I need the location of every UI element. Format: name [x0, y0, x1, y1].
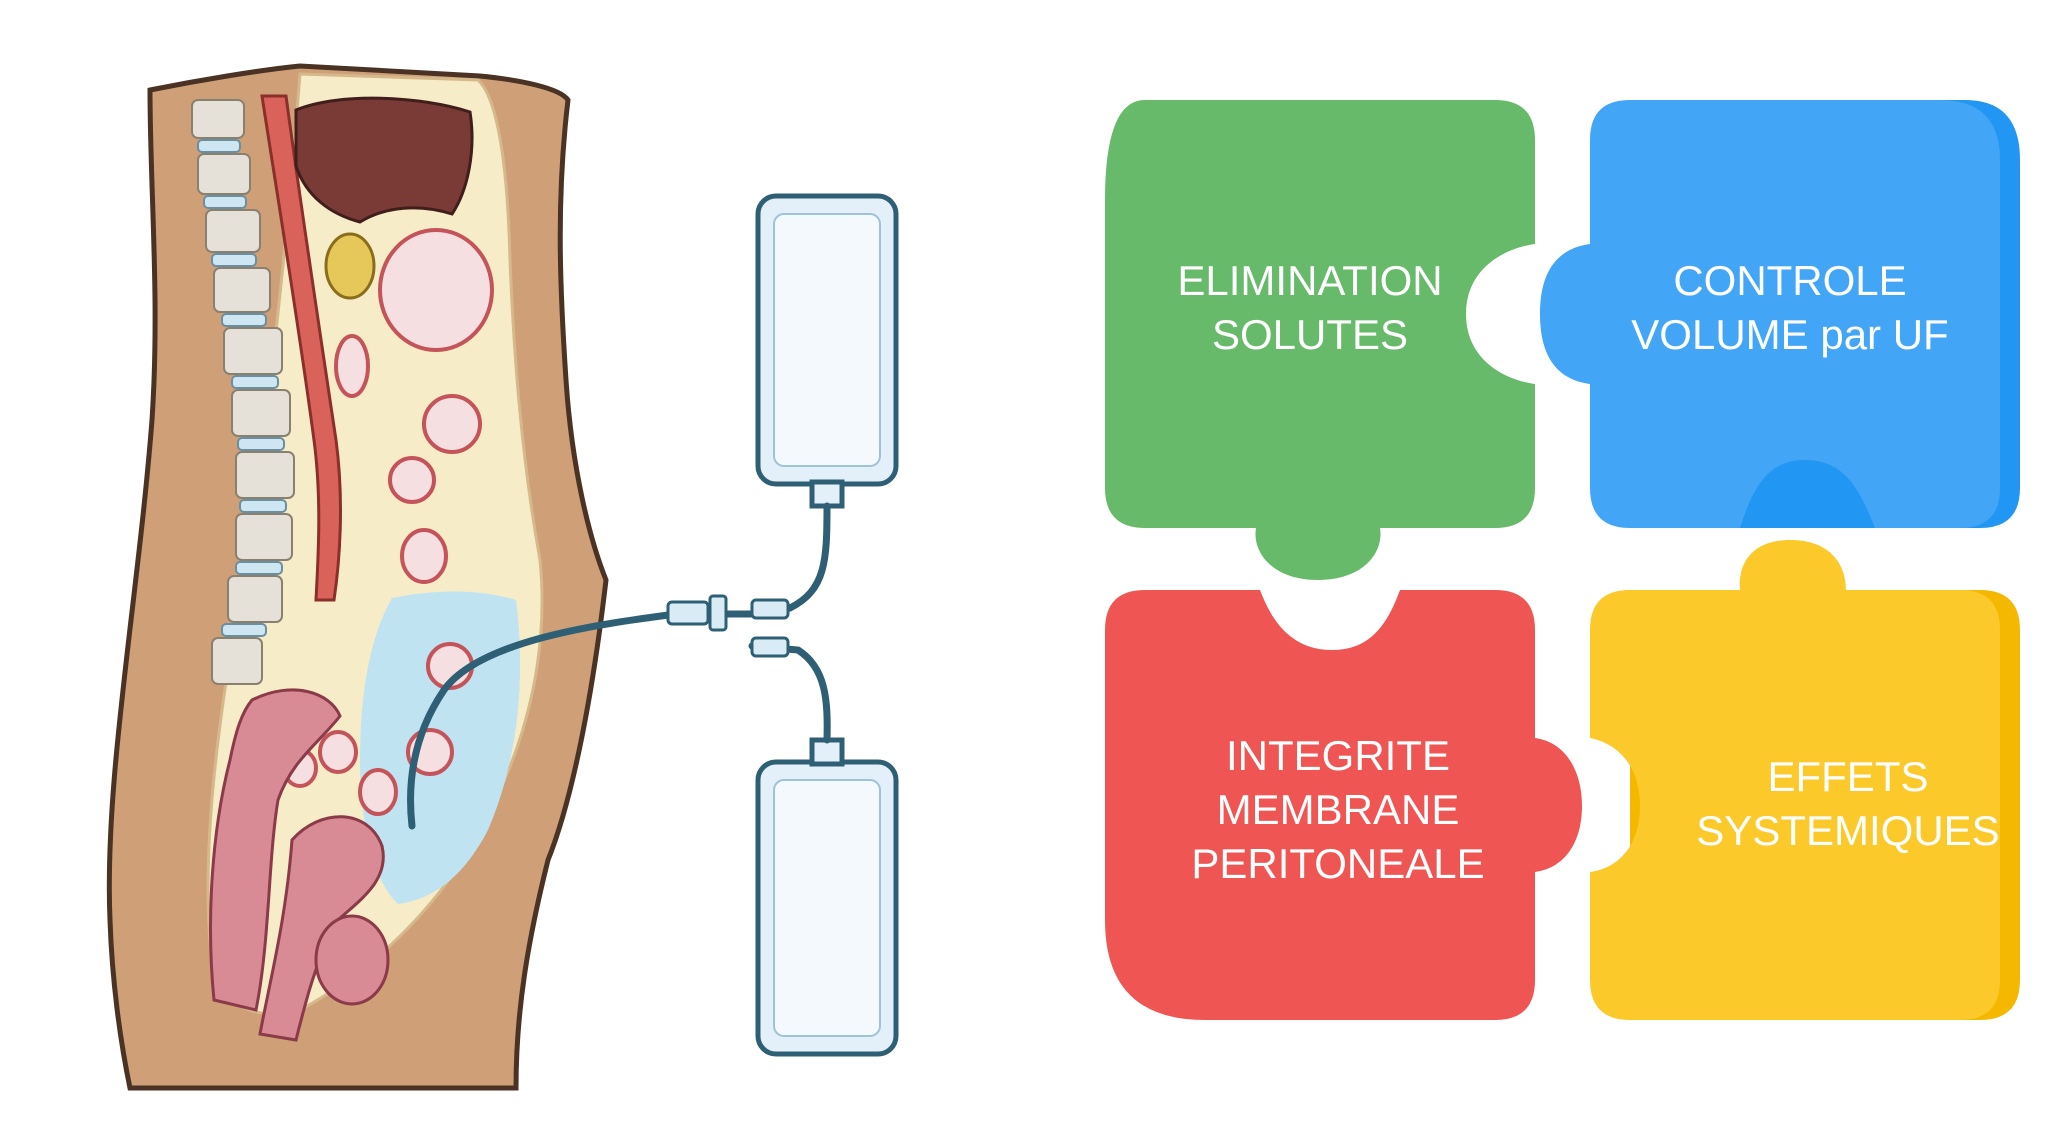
- label-line: SOLUTES: [1211, 311, 1409, 358]
- disc: [211, 253, 257, 267]
- puzzle-piece-effets-systemiques: [1590, 540, 2000, 1020]
- spine: [191, 99, 295, 685]
- label-line: PERITONEALE: [1191, 840, 1485, 887]
- disc: [197, 139, 241, 153]
- bag-shape: [809, 479, 845, 509]
- vertebra: [197, 153, 251, 195]
- label-line: VOLUME par UF: [1631, 311, 1949, 358]
- vertebra: [211, 637, 263, 685]
- organ-large: [378, 228, 494, 352]
- intestine-loop: [318, 730, 358, 774]
- disc: [239, 499, 287, 513]
- label-line: CONTROLE: [1673, 257, 1907, 304]
- vertebra: [223, 327, 283, 375]
- vertebra: [213, 267, 271, 313]
- connector: [750, 598, 790, 620]
- vertebra: [191, 99, 245, 139]
- label-line: INTEGRITE: [1225, 732, 1451, 779]
- intestine-loop: [388, 456, 436, 504]
- bladder: [314, 914, 390, 1006]
- puzzle-piece-controle-volume: [1540, 100, 2000, 528]
- colon: [209, 688, 342, 1012]
- label-integrite-membrane: INTEGRITE MEMBRANE PERITONEALE: [1191, 729, 1484, 891]
- bag-inner-shape: [773, 779, 881, 1037]
- tube-to-top-bag: [748, 502, 831, 618]
- vertebra: [231, 389, 291, 437]
- disc: [221, 313, 267, 327]
- vertebra: [235, 513, 293, 561]
- tube-to-bottom-bag: [748, 642, 831, 744]
- liver: [294, 96, 474, 224]
- label-line: EFFETS: [1767, 753, 1929, 800]
- connector: [666, 600, 710, 626]
- vertebra: [235, 451, 295, 499]
- intestine-loop: [358, 768, 398, 816]
- label-line: ELIMINATION: [1177, 257, 1443, 304]
- intestine-loop: [422, 394, 482, 454]
- puzzle-piece-integrite-membrane: [1105, 590, 1582, 1020]
- bag-shape: [809, 737, 845, 767]
- connector: [750, 636, 790, 658]
- bag-inner-shape: [773, 213, 881, 467]
- label-controle-volume: CONTROLE VOLUME par UF: [1631, 254, 1948, 362]
- gallbladder: [324, 232, 376, 300]
- puzzle-piece-elimination-solutes: [1105, 100, 1535, 580]
- disc: [203, 195, 247, 209]
- disc: [221, 623, 267, 637]
- vertebra: [205, 209, 261, 253]
- intestine-loop: [334, 334, 370, 398]
- disc: [235, 561, 283, 575]
- disc: [237, 437, 285, 451]
- vertebra: [227, 575, 283, 623]
- dialysis-system: [666, 193, 899, 1057]
- catheter-internal: [407, 610, 680, 830]
- connector: [708, 594, 728, 632]
- label-line: SYSTEMIQUES: [1696, 807, 2000, 854]
- puzzle-diagram: [1105, 100, 2020, 1020]
- abdomen-cross-section: [106, 63, 680, 1091]
- label-effets-systemiques: EFFETS SYSTEMIQUES: [1696, 750, 1999, 858]
- label-elimination-solutes: ELIMINATION SOLUTES: [1177, 254, 1442, 362]
- aorta: [260, 94, 342, 602]
- label-line: MEMBRANE: [1216, 786, 1460, 833]
- intestine-loop: [400, 528, 448, 584]
- disc: [231, 375, 279, 389]
